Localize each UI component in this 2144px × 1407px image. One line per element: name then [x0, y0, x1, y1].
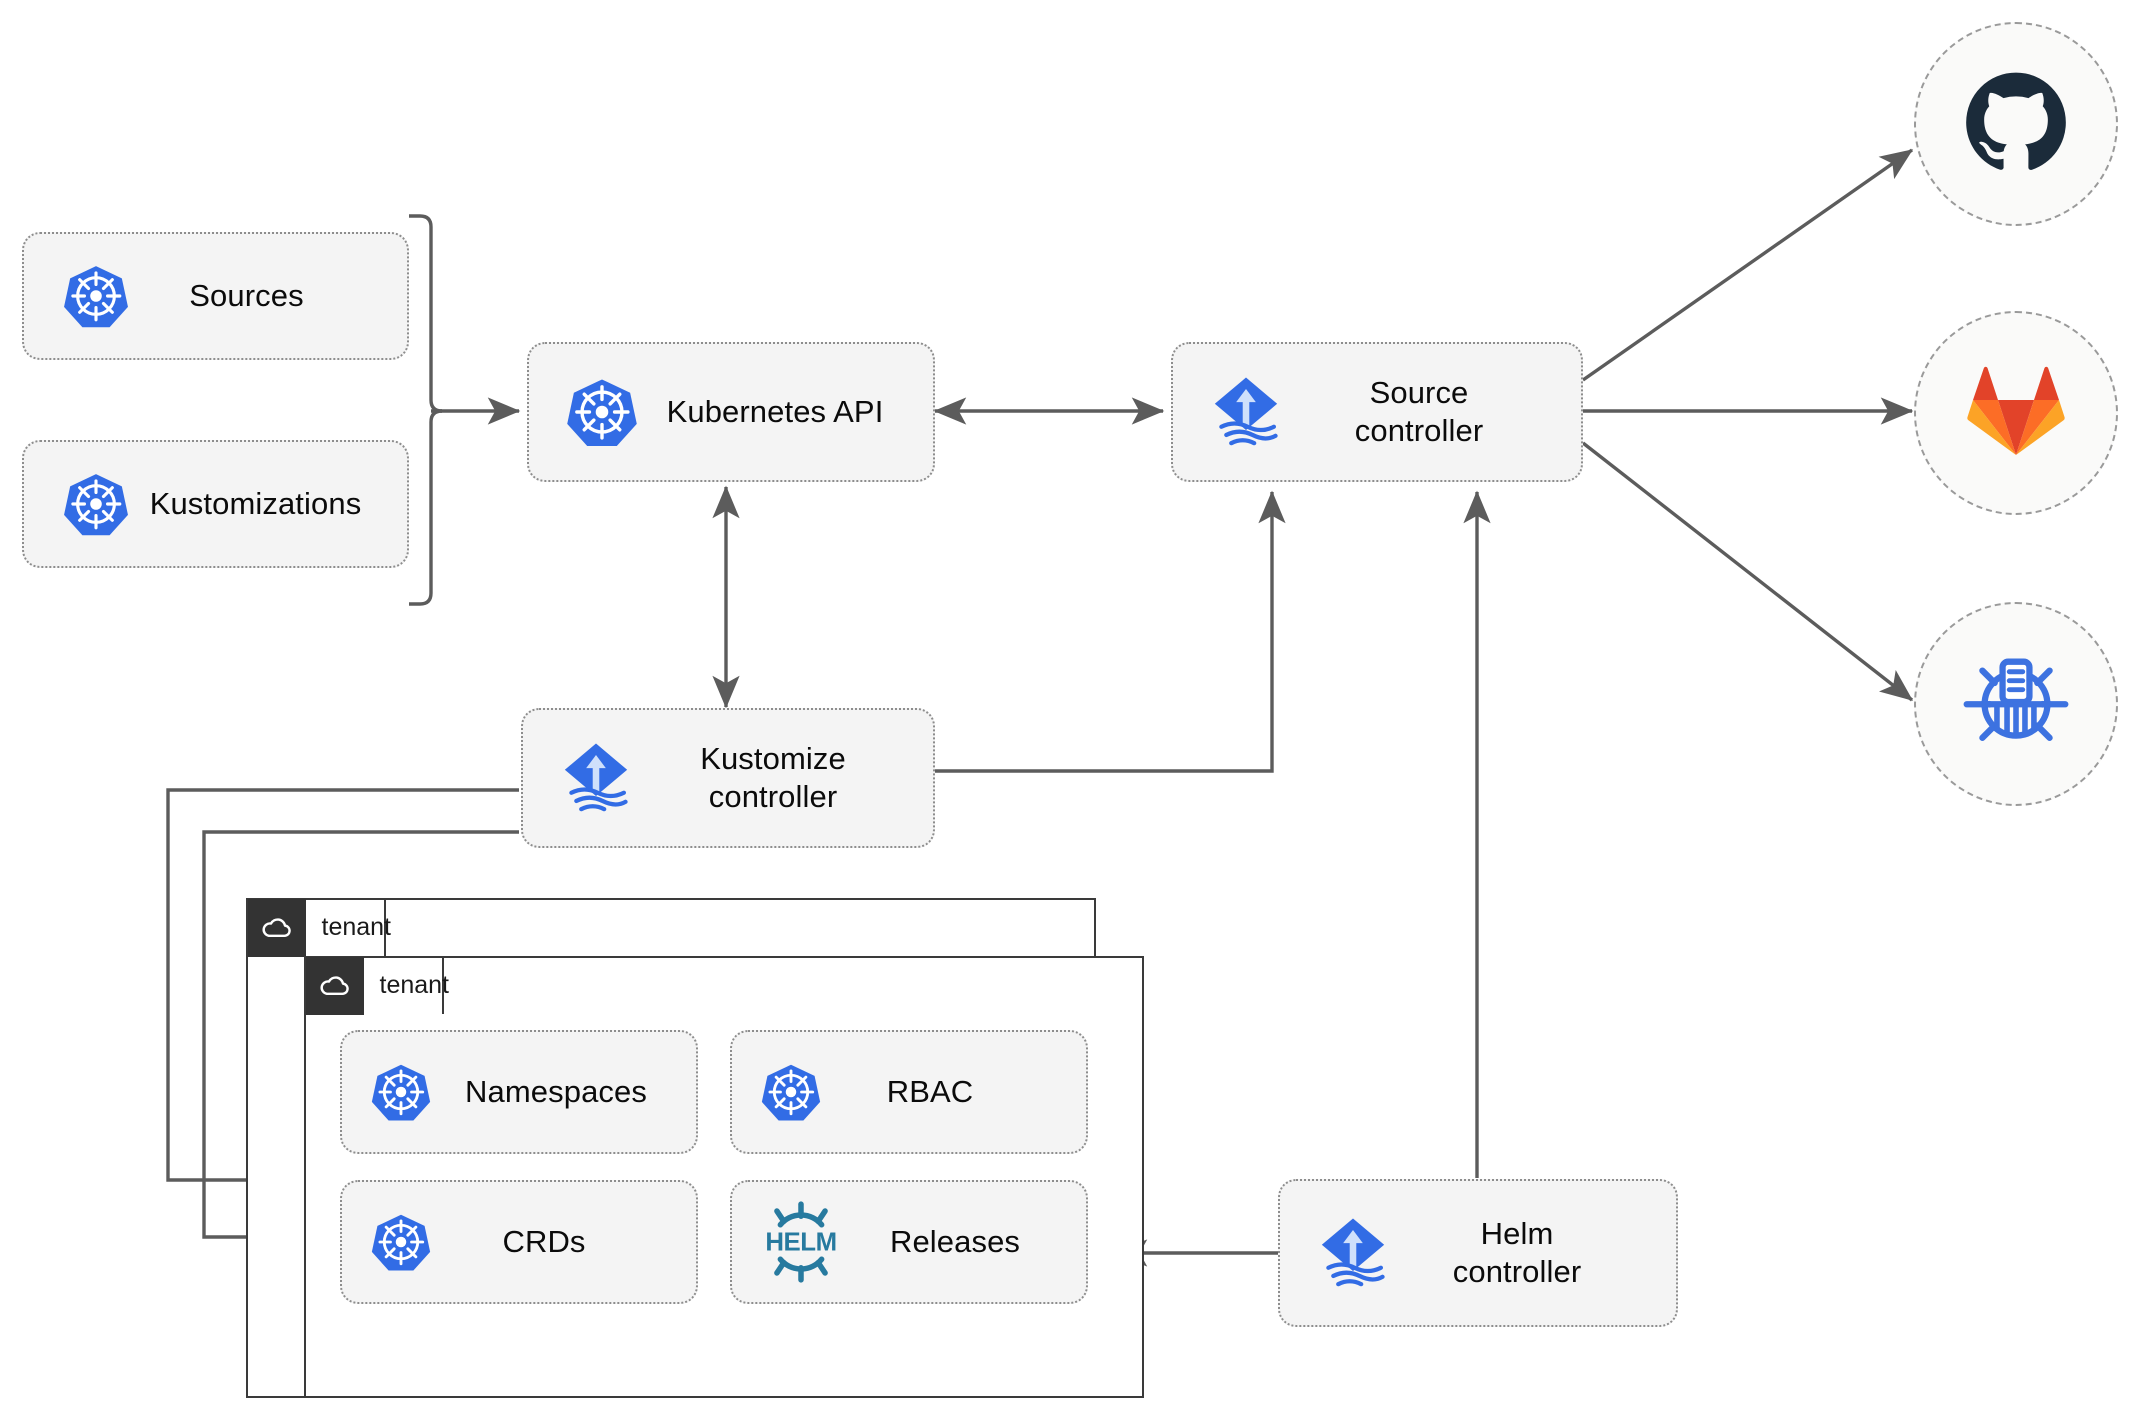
tenant-tab-front: tenant	[303, 955, 449, 1015]
tenant-label-back: tenant	[321, 913, 392, 941]
tenant-resource-label: CRDs	[502, 1224, 586, 1260]
resource-card-sources[interactable]: Sources	[22, 232, 409, 360]
tenant-resource-releases[interactable]: HELM Releases	[730, 1180, 1088, 1304]
tenant-panel-front[interactable]: tenant	[303, 955, 1144, 1398]
kustomize-controller-node[interactable]: Kustomize controller	[521, 708, 935, 848]
resource-label: Sources	[189, 278, 304, 314]
provider-gitlab[interactable]	[1914, 311, 2118, 515]
kubernetes-icon	[370, 1211, 432, 1273]
helm-controller-node[interactable]: Helm controller	[1278, 1179, 1678, 1327]
gitlab-icon	[1966, 363, 2066, 464]
kubernetes-icon	[565, 375, 639, 449]
helm-icon: HELM	[758, 1199, 844, 1285]
tenant-label-front: tenant	[379, 971, 450, 999]
tenant-resource-rbac[interactable]: RBAC	[730, 1030, 1088, 1154]
tenant-resource-label: Releases	[889, 1224, 1021, 1260]
provider-helm-repo[interactable]	[1914, 602, 2118, 806]
helm-controller-label: Helm controller	[1452, 1216, 1582, 1289]
resource-card-kustomizations[interactable]: Kustomizations	[22, 440, 409, 568]
kustomize-controller-label: Kustomize controller	[700, 741, 846, 814]
tenant-tab-back: tenant	[245, 897, 391, 957]
kubernetes-icon	[370, 1061, 432, 1123]
cloud-icon	[247, 898, 306, 957]
source-controller-label: Source controller	[1354, 375, 1484, 448]
source-controller-node[interactable]: Source controller	[1171, 342, 1583, 482]
resource-label: Kustomizations	[149, 486, 362, 522]
kubernetes-api-node[interactable]: Kubernetes API	[527, 342, 935, 482]
svg-text:HELM: HELM	[765, 1229, 836, 1257]
kubernetes-icon	[62, 262, 130, 330]
provider-github[interactable]	[1914, 22, 2118, 226]
github-icon	[1964, 70, 2068, 179]
tenant-resource-label: RBAC	[886, 1074, 974, 1110]
kubernetes-icon	[62, 470, 130, 538]
cloud-icon	[305, 956, 364, 1015]
helm-repo-icon	[1960, 646, 2072, 763]
tenant-resource-namespaces[interactable]: Namespaces	[340, 1030, 698, 1154]
kubernetes-api-label: Kubernetes API	[666, 394, 884, 430]
flux-icon	[1312, 1212, 1394, 1294]
tenant-resource-label: Namespaces	[465, 1074, 647, 1110]
tenant-resource-crds[interactable]: CRDs	[340, 1180, 698, 1304]
flux-icon	[555, 737, 637, 819]
kubernetes-icon	[760, 1061, 822, 1123]
flux-icon	[1205, 371, 1287, 453]
